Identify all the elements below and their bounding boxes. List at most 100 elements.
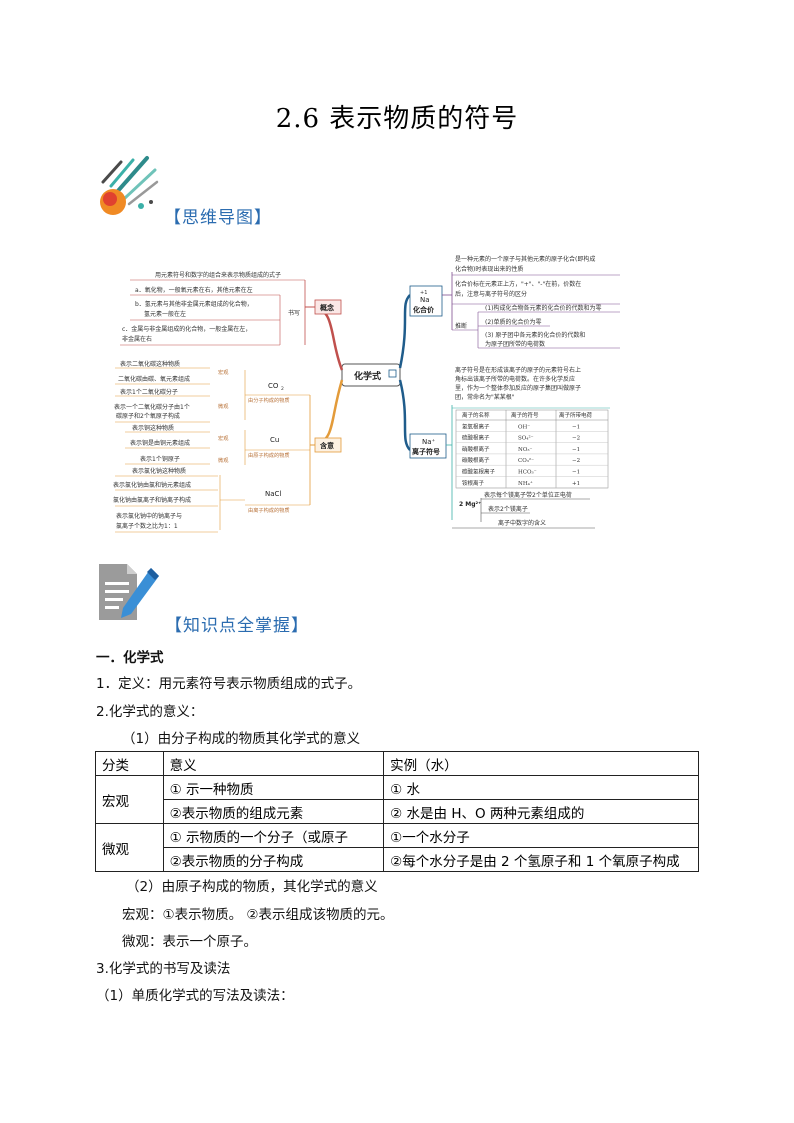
svg-text:氯离子个数之比为1：1: 氯离子个数之比为1：1 <box>116 522 178 530</box>
atomic-subheading: （2）由原子构成的物质，其化学式的意义 <box>126 879 378 895</box>
table-cell: ② 水是由 H、O 两种元素组成的 <box>383 799 699 824</box>
table-cell: ① 示物质的一个分子（或原子 <box>162 823 385 848</box>
table-row: 微观 ① 示物质的一个分子（或原子 ①一个水分子 <box>95 823 699 872</box>
svg-text:由离子构成的物质: 由离子构成的物质 <box>248 506 290 514</box>
svg-text:(1)构成化合物各元素的化合价的代数和为零: (1)构成化合物各元素的化合价的代数和为零 <box>485 304 602 312</box>
svg-text:表示每个镁离子带2个单位正电荷: 表示每个镁离子带2个单位正电荷 <box>484 491 572 499</box>
table-row: ②表示物质的组成元素 ② 水是由 H、O 两种元素组成的 <box>96 799 699 824</box>
svg-text:是一种元素的一个原子与其他元素的原子化合(即构成: 是一种元素的一个原子与其他元素的原子化合(即构成 <box>455 255 595 263</box>
ion-table-cell: −2 <box>572 436 580 442</box>
ion-table-cell: 氢氧根离子 <box>462 422 490 430</box>
svg-text:化合物)时表现出来的性质: 化合物)时表现出来的性质 <box>455 265 523 273</box>
category-cell-macro: 宏观 <box>95 775 164 824</box>
svg-text:角标出该离子所带的电荷数。在许多化学反应: 角标出该离子所带的电荷数。在许多化学反应 <box>455 375 575 383</box>
ion-table-cell: −1 <box>572 447 580 453</box>
ion-node <box>409 433 447 459</box>
svg-text:表示氯化钠中的钠离子与: 表示氯化钠中的钠离子与 <box>116 512 182 520</box>
svg-text:由原子构成的物质: 由原子构成的物质 <box>248 451 290 459</box>
heading-chemical-formula: 一．化学式 <box>96 650 164 666</box>
macro-paragraph: 宏观：①表示物质。 ②表示组成该物质的元。 <box>122 907 394 923</box>
ion-table-cell: NH₄⁺ <box>518 481 533 487</box>
svg-text:含意: 含意 <box>320 441 334 450</box>
ion-table-cell: −2 <box>572 458 580 464</box>
svg-text:表示氯化钠由氯和钠元素组成: 表示氯化钠由氯和钠元素组成 <box>113 481 191 489</box>
svg-text:宏观: 宏观 <box>218 434 229 442</box>
svg-text:宏观: 宏观 <box>218 368 229 376</box>
svg-text:(2)单质的化合价为零: (2)单质的化合价为零 <box>485 318 542 326</box>
svg-text:由分子构成的物质: 由分子构成的物质 <box>248 396 290 404</box>
table-header-cell: 意义 <box>162 751 385 776</box>
svg-text:化合价标在元素正上方，"+"、"-"在前，价数在: 化合价标在元素正上方，"+"、"-"在前，价数在 <box>455 280 581 288</box>
svg-text:概念: 概念 <box>320 303 335 312</box>
table-cell: ②每个水分子是由 2 个氢原子和 1 个氧原子构成 <box>383 847 699 872</box>
ion-table-cell: −1 <box>572 470 580 476</box>
svg-text:c．金属与非金属组成的化合物，一般金属在左，: c．金属与非金属组成的化合物，一般金属在左， <box>122 325 251 333</box>
svg-text:书写: 书写 <box>288 309 300 317</box>
ion-table-cell: NO₃⁻ <box>518 447 533 453</box>
svg-text:表示二氧化碳这种物质: 表示二氧化碳这种物质 <box>120 360 180 368</box>
svg-text:2: 2 <box>281 386 284 392</box>
ion-table-cell: OH⁻ <box>518 424 530 430</box>
svg-text:离子所带电荷: 离子所带电荷 <box>559 411 593 419</box>
page-title: 2.6 表示物质的符号 <box>275 104 519 134</box>
table-row: ②表示物质的分子构成 ②每个水分子是由 2 个氢原子和 1 个氧原子构成 <box>96 847 699 872</box>
ion-table: 离子的名称 离子的符号 离子所带电荷 氢氧根离子 OH⁻ −1 硫酸根离子 SO₄²⁻ −… <box>455 409 609 489</box>
svg-text:氯化钠由氯离子和钠离子构成: 氯化钠由氯离子和钠离子构成 <box>113 496 191 504</box>
svg-text:NaCl: NaCl <box>265 490 281 498</box>
svg-text:a．氧化物，一般氧元素在右，其他元素在左: a．氧化物，一般氧元素在右，其他元素在左 <box>135 286 253 294</box>
valence-node <box>409 285 443 317</box>
svg-text:微观: 微观 <box>218 402 229 410</box>
svg-text:Na⁺: Na⁺ <box>422 438 436 446</box>
document-pen-icon <box>99 564 159 620</box>
svg-text:Na: Na <box>420 296 430 304</box>
meaning-heading: 2.化学式的意义： <box>96 704 204 720</box>
table-header-cell: 分类 <box>95 751 164 776</box>
svg-text:化合价: 化合价 <box>413 305 435 314</box>
element-formula-subheading: （1）单质化学式的写法及读法： <box>96 988 294 1004</box>
svg-text:用元素符号和数字的组合来表示物质组成的式子: 用元素符号和数字的组合来表示物质组成的式子 <box>155 271 281 279</box>
ion-table-cell: 硫酸根离子 <box>462 434 490 442</box>
table-header-row: 分类 意义 实例（水） <box>95 751 699 776</box>
ion-table-cell: HCO₃⁻ <box>518 470 537 476</box>
table-row: 宏观 ① 示一种物质 ① 水 <box>95 775 699 824</box>
table-cell: ①一个水分子 <box>383 823 699 848</box>
meaning-table: 分类 意义 实例（水） 宏观 ① 示一种物质 ① 水 ②表示物质的组成元素 ② … <box>95 751 699 872</box>
svg-text:离子的名称: 离子的名称 <box>462 411 490 419</box>
svg-text:+1: +1 <box>420 290 427 296</box>
ion-table-cell: 硝酸根离子 <box>462 445 490 453</box>
svg-text:氢元素一般在左: 氢元素一般在左 <box>144 310 186 318</box>
svg-text:团，常命名为"某某根": 团，常命名为"某某根" <box>455 393 515 401</box>
mindmap-diagram: 化学式 概念 用元素符号和数字的组合来表示物质组成的式子 书写 a．氧化物，一般… <box>113 255 620 533</box>
table-cell: ②表示物质的分子构成 <box>162 847 385 872</box>
svg-text:2 Mg²⁺: 2 Mg²⁺ <box>459 501 481 508</box>
definition-paragraph: 1．定义：用元素符号表示物质组成的式子。 <box>96 676 362 692</box>
ion-table-cell: 铵根离子 <box>462 479 485 487</box>
svg-text:表示2个镁离子: 表示2个镁离子 <box>488 505 528 513</box>
svg-text:碳原子和2个氧原子构成: 碳原子和2个氧原子构成 <box>116 412 180 420</box>
table-cell: ① 示一种物质 <box>162 775 385 800</box>
svg-text:离子中数字的含义: 离子中数字的含义 <box>498 519 546 527</box>
svg-text:表示铜这种物质: 表示铜这种物质 <box>132 424 174 432</box>
mindmap-heading: 【思维导图】 <box>164 208 272 228</box>
svg-text:里，作为一个整体参加反应的原子集团叫做原子: 里，作为一个整体参加反应的原子集团叫做原子 <box>455 384 581 392</box>
comet-icon <box>100 156 159 215</box>
svg-text:微观: 微观 <box>218 456 229 464</box>
svg-text:为原子团所带的电荷数: 为原子团所带的电荷数 <box>485 340 545 348</box>
svg-text:后，注意与离子符号的区分: 后，注意与离子符号的区分 <box>455 290 527 298</box>
table-header-cell: 实例（水） <box>383 751 699 776</box>
svg-text:b．氢元素与其他非金属元素组成的化合物，: b．氢元素与其他非金属元素组成的化合物， <box>135 300 253 308</box>
micro-paragraph: 微观：表示一个原子。 <box>122 934 257 950</box>
svg-text:表示一个二氧化碳分子由1个: 表示一个二氧化碳分子由1个 <box>114 403 190 411</box>
ion-table-cell: +1 <box>572 481 580 487</box>
ion-table-cell: 碳酸根离子 <box>462 456 490 464</box>
svg-text:表示氯化钠这种物质: 表示氯化钠这种物质 <box>132 467 186 475</box>
ion-table-cell: SO₄²⁻ <box>518 435 534 442</box>
svg-text:离子符号是在形成该离子的原子的元素符号右上: 离子符号是在形成该离子的原子的元素符号右上 <box>455 366 581 374</box>
svg-text:表示1个铜原子: 表示1个铜原子 <box>140 455 180 463</box>
ion-table-cell: 碳酸氢根离子 <box>462 468 496 476</box>
svg-text:Cu: Cu <box>270 436 279 444</box>
svg-text:(3) 原子团中各元素的化合价的代数和: (3) 原子团中各元素的化合价的代数和 <box>485 331 585 339</box>
knowledge-heading: 【知识点全掌握】 <box>165 616 309 636</box>
svg-text:离子的符号: 离子的符号 <box>511 411 539 419</box>
table-cell: ① 水 <box>383 775 699 800</box>
